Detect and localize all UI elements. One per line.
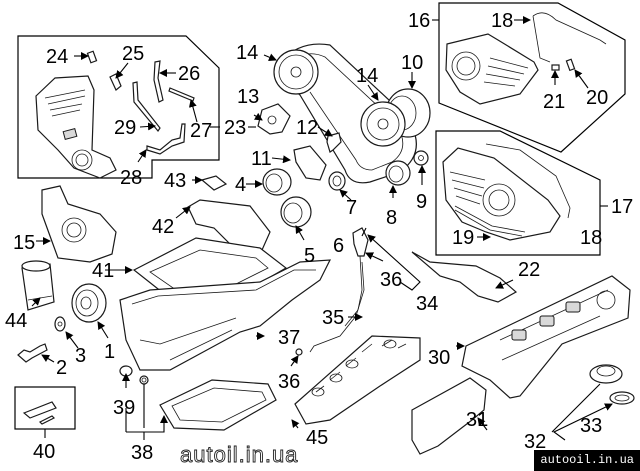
part-40-sealant-tube <box>22 401 57 425</box>
callout-1: 1 <box>104 341 115 363</box>
callout-11: 11 <box>251 148 272 170</box>
callout-13: 13 <box>237 86 259 108</box>
part-2-bolt <box>17 343 48 363</box>
part-30-valve-cover <box>461 275 631 399</box>
callout-39: 39 <box>113 397 135 419</box>
callout-32: 32 <box>524 431 546 453</box>
callout-33: 33 <box>580 415 602 437</box>
part-37-oil-pan-upper <box>119 259 332 371</box>
part-12-bolt <box>326 132 342 153</box>
callout-15: 15 <box>13 232 35 254</box>
callout-7: 7 <box>346 197 357 219</box>
part-14-camshaft-sprocket-right <box>360 101 406 147</box>
part-25-seal <box>109 73 122 91</box>
callout-20: 20 <box>586 87 608 109</box>
part-3-washer <box>54 316 66 332</box>
callout-25: 25 <box>122 43 144 65</box>
callout-26: 26 <box>178 63 200 85</box>
part-33-cap-seal <box>609 391 635 405</box>
callout-14-right: 14 <box>356 65 378 87</box>
part-18-seal-upper <box>532 12 607 63</box>
part-9-bushing <box>413 150 429 166</box>
part-38-drain-washer <box>139 375 149 385</box>
callout-23: 23 <box>224 117 246 139</box>
part-28-seal-strip <box>146 123 186 155</box>
callout-22: 22 <box>518 259 540 281</box>
callout-45: 45 <box>306 427 328 449</box>
part-45-intake-manifold <box>294 335 421 425</box>
leader-lines <box>31 16 612 441</box>
callout-18-rear: 18 <box>580 227 602 249</box>
part-14-camshaft-sprocket-left <box>273 49 319 95</box>
part-4-idler <box>262 168 292 196</box>
callout-3: 3 <box>75 345 86 367</box>
part-17-timing-cover-rear <box>442 147 561 241</box>
part-1-crank-pulley <box>71 283 107 323</box>
part-31-valve-cover-gasket <box>411 377 487 455</box>
callout-10: 10 <box>401 52 423 74</box>
part-38-oil-pan-lower <box>159 379 277 431</box>
part-15-oil-pump <box>41 185 117 263</box>
callout-18-upper: 18 <box>491 10 513 32</box>
callout-37: 37 <box>278 327 300 349</box>
watermark-badge: autooil.in.ua <box>534 450 640 471</box>
callout-34: 34 <box>416 293 438 315</box>
callout-21: 21 <box>543 91 565 113</box>
part-27-pin <box>168 87 195 102</box>
callouts: 24 25 26 27 29 28 43 14 14 10 13 23 12 1… <box>5 10 633 464</box>
callout-31: 31 <box>466 409 488 431</box>
part-24-grommet <box>86 50 98 64</box>
callout-6: 6 <box>333 235 344 257</box>
callout-43: 43 <box>164 170 186 192</box>
part-5-crank-sprocket <box>280 196 312 228</box>
callout-36-lower: 36 <box>278 371 300 393</box>
callout-4: 4 <box>235 174 246 196</box>
callout-19: 19 <box>452 227 474 249</box>
part-7-seal <box>328 171 346 191</box>
callout-30: 30 <box>428 347 450 369</box>
callout-44: 44 <box>5 310 27 332</box>
part-44-oil-filter <box>21 260 55 311</box>
callout-28: 28 <box>120 167 142 189</box>
callout-5: 5 <box>304 245 315 267</box>
part-6-dipstick <box>344 227 369 327</box>
part-36-o-ring <box>295 348 303 356</box>
callout-16: 16 <box>408 10 430 32</box>
timing-cover-lower <box>35 75 117 179</box>
callout-17: 17 <box>611 196 633 218</box>
callout-14-left: 14 <box>236 42 258 64</box>
callout-27: 27 <box>190 120 212 142</box>
part-11-tensioner-arm <box>293 145 327 181</box>
part-35-dipstick-tube <box>309 261 365 353</box>
callout-2: 2 <box>56 357 67 379</box>
part-16-timing-cover-upper <box>445 33 539 105</box>
part-29-seal-strip <box>132 81 161 133</box>
part-13-tensioner <box>257 103 291 135</box>
callout-42: 42 <box>152 216 174 238</box>
callout-9: 9 <box>416 191 427 213</box>
group-box-timing-cover-rear <box>435 130 601 256</box>
part-20-clip <box>565 58 576 72</box>
watermark-large: autoil.in.ua <box>180 442 298 467</box>
part-18-seal-rear <box>485 143 571 219</box>
part-22-bracket <box>411 251 518 303</box>
callout-36-upper: 36 <box>380 269 402 291</box>
part-8-seal <box>385 160 411 186</box>
group-box-timing-cover-lower <box>17 35 220 179</box>
callout-8-front: 8 <box>386 207 397 229</box>
callout-38: 38 <box>131 442 153 464</box>
callout-35: 35 <box>322 307 344 329</box>
callout-12: 12 <box>296 117 318 139</box>
part-26-seal-strip <box>153 60 164 103</box>
group-box-timing-cover-upper <box>438 2 626 153</box>
part-32-oil-cap <box>589 364 623 384</box>
part-21-clip <box>551 64 560 71</box>
callout-29: 29 <box>114 117 136 139</box>
callout-41: 41 <box>92 260 114 282</box>
part-19-gasket <box>454 205 526 237</box>
callout-40: 40 <box>33 441 55 463</box>
callout-24: 24 <box>46 46 68 68</box>
part-43-gasket <box>200 175 228 191</box>
